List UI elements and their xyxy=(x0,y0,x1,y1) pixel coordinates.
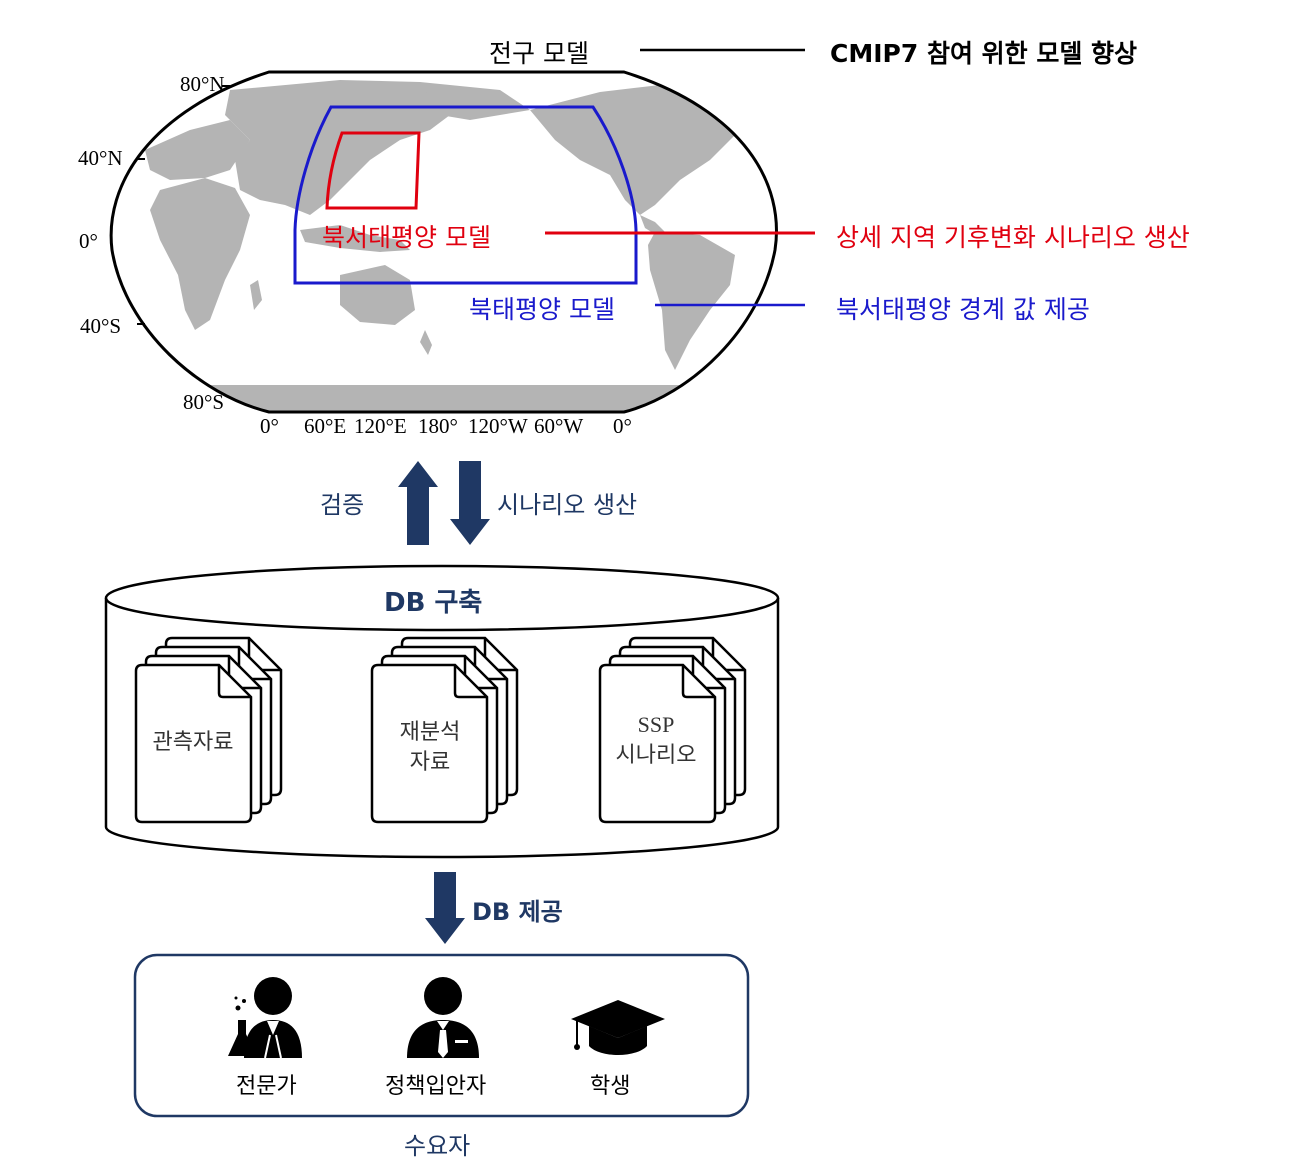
document-fold xyxy=(453,665,487,699)
lat-label-80n: 80°N xyxy=(180,72,225,96)
user-label-student: 학생 xyxy=(590,1074,631,1099)
policymaker-icon xyxy=(407,977,479,1058)
north-pacific-model-label: 북태평양 모델 xyxy=(469,295,615,324)
nw-pacific-model-label: 북서태평양 모델 xyxy=(322,223,491,252)
document-page xyxy=(370,663,489,824)
db-provide-label: DB 제공 xyxy=(472,898,563,926)
lon-label-0-left: 0° xyxy=(260,414,279,438)
north-pacific-domain xyxy=(293,105,638,285)
down-arrow-icon xyxy=(450,461,490,545)
flow-graphics xyxy=(104,461,780,1118)
north-pacific-model-desc: 북서태평양 경계 값 제공 xyxy=(836,295,1090,324)
document-fold xyxy=(681,665,715,699)
document-fold xyxy=(217,665,251,699)
verify-label: 검증 xyxy=(320,491,365,519)
document-page xyxy=(134,663,253,824)
users-group-label: 수요자 xyxy=(404,1132,471,1160)
lat-label-80s: 80°S xyxy=(183,390,225,414)
scientist-icon xyxy=(228,977,302,1059)
nw-pacific-model-desc: 상세 지역 기후변화 시나리오 생산 xyxy=(836,223,1190,252)
lat-label-40s: 40°S xyxy=(80,314,122,338)
global-model-label: 전구 모델 xyxy=(489,39,589,68)
db-provide-arrow-icon xyxy=(425,872,465,944)
doc-stack-ssp xyxy=(598,636,747,824)
up-arrow-icon xyxy=(398,461,438,545)
global-model-desc: CMIP7 참여 위한 모델 향상 xyxy=(830,39,1138,68)
world-map xyxy=(109,48,815,414)
lon-label-120e: 120°E xyxy=(354,414,407,438)
user-label-policymaker: 정책입안자 xyxy=(385,1074,487,1099)
document-page xyxy=(598,663,717,824)
lat-label-40n: 40°N xyxy=(78,146,123,170)
doc-label-observation: 관측자료 xyxy=(152,730,234,755)
lon-label-120w: 120°W xyxy=(468,414,528,438)
doc-stack-observation xyxy=(134,636,283,824)
lat-label-0: 0° xyxy=(79,229,98,253)
user-label-expert: 전문가 xyxy=(236,1074,297,1099)
doc-stack-reanalysis xyxy=(370,636,519,824)
lon-label-60w: 60°W xyxy=(534,414,584,438)
nw-pacific-domain xyxy=(325,131,421,210)
lon-label-180: 180° xyxy=(418,414,458,438)
db-title: DB 구축 xyxy=(384,588,483,618)
graduation-cap-icon xyxy=(571,1000,665,1055)
lon-label-0-right: 0° xyxy=(613,414,632,438)
lon-label-60e: 60°E xyxy=(304,414,347,438)
scenario-label: 시나리오 생산 xyxy=(497,491,638,519)
